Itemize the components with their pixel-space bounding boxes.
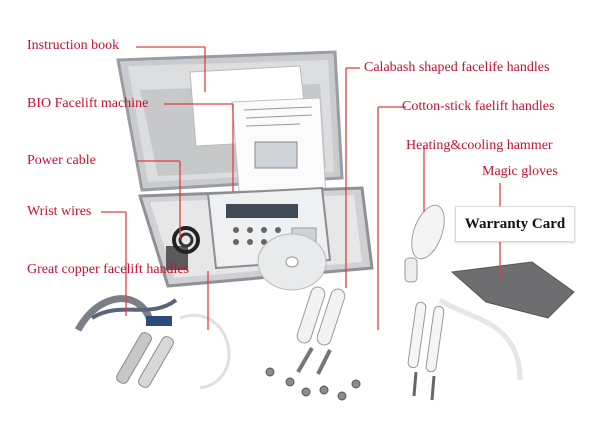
label-copper-handles: Great copper facelift handles bbox=[27, 262, 190, 277]
label-bio-facelift-machine: BIO Facelift machine bbox=[27, 96, 149, 111]
label-calabash-handles: Calabash shaped facelife handles bbox=[364, 60, 550, 75]
copper-handles bbox=[116, 314, 231, 390]
calabash-handles bbox=[296, 286, 346, 375]
label-wrist-wires: Wrist wires bbox=[27, 204, 92, 219]
warranty-card: Warranty Card bbox=[455, 206, 575, 242]
label-instruction-book: Instruction book bbox=[27, 38, 120, 53]
leader-lines bbox=[101, 46, 501, 330]
label-heating-cooling-hammer: Heating&cooling hammer bbox=[406, 138, 553, 153]
steel-balls bbox=[265, 367, 361, 401]
heating-cooling-hammer bbox=[404, 204, 445, 283]
power-cable bbox=[172, 226, 200, 254]
wrist-wires bbox=[74, 295, 178, 332]
magic-gloves bbox=[450, 261, 575, 319]
label-magic-gloves: Magic gloves bbox=[482, 164, 558, 179]
cotton-stick-handles bbox=[407, 301, 445, 401]
instruction-book bbox=[189, 65, 327, 203]
label-cotton-stick-handles: Cotton-stick faelift handles bbox=[402, 99, 555, 114]
label-power-cable: Power cable bbox=[27, 153, 96, 168]
warranty-card-text: Warranty Card bbox=[464, 215, 566, 232]
coiled-cable bbox=[438, 297, 523, 381]
